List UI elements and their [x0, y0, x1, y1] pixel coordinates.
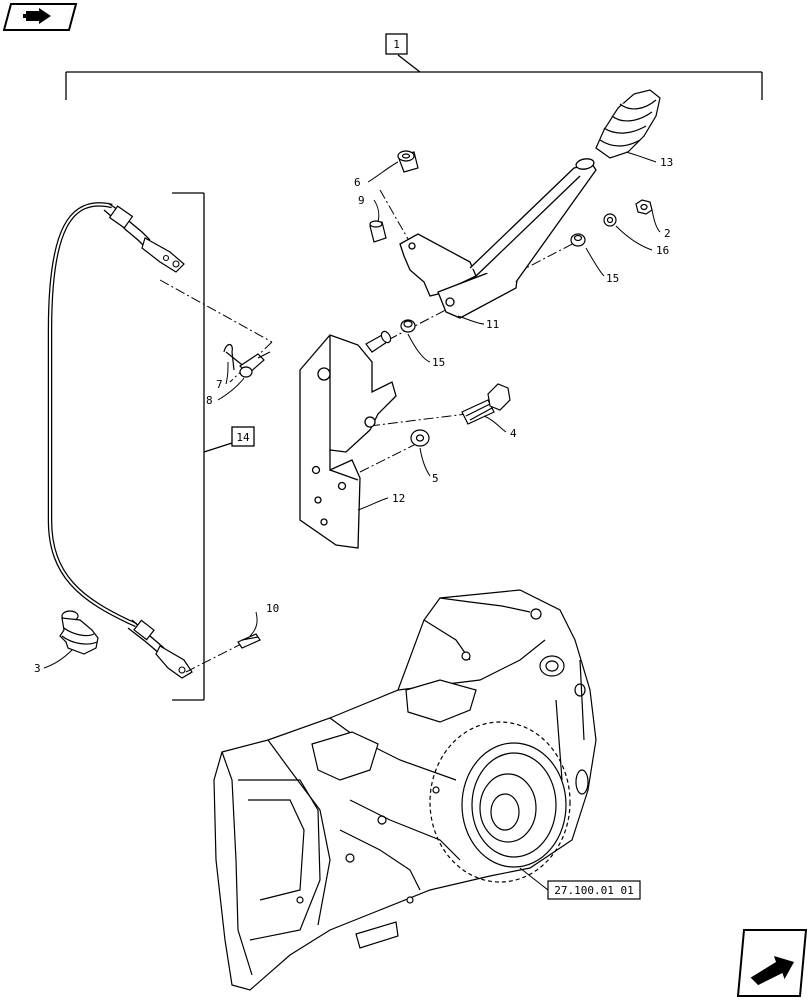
callout-7: 7	[216, 378, 223, 391]
callout-9: 9	[358, 194, 365, 207]
bushing-part	[400, 319, 416, 333]
transmission-housing	[213, 589, 597, 991]
group-label: 1	[393, 38, 400, 51]
roll-pin-part	[237, 633, 261, 649]
callout-16: 16	[656, 244, 669, 257]
group-bracket	[65, 54, 763, 100]
right-bushing-part	[570, 233, 586, 247]
callout-15-right: 15	[606, 272, 619, 285]
part-callout-labels: 2 3 4 5 6 7 8 9 10 11 12 13 15 15 16	[34, 156, 673, 675]
callout-11: 11	[486, 318, 499, 331]
nut-part	[635, 199, 653, 215]
mounting-bracket-part	[299, 334, 397, 549]
callout-12: 12	[392, 492, 405, 505]
arrow-forward-icon	[736, 929, 808, 997]
callout-4: 4	[510, 427, 517, 440]
spacer-part	[397, 150, 419, 173]
arrow-back-icon	[3, 3, 77, 31]
control-cable	[47, 202, 193, 679]
washer-part	[603, 213, 617, 227]
reference-label-box: 27.100.01 01	[519, 867, 641, 900]
kit-bracket	[172, 192, 233, 701]
kit-label: 14	[236, 431, 250, 444]
lever-boot-part	[595, 89, 661, 159]
dowel-part	[369, 220, 387, 243]
callout-5: 5	[432, 472, 439, 485]
previous-page-button[interactable]	[3, 3, 77, 31]
callout-8: 8	[206, 394, 213, 407]
cable-boot-part	[59, 610, 99, 655]
callout-2: 2	[664, 227, 671, 240]
next-page-button[interactable]	[736, 928, 808, 998]
flat-washer-part	[410, 429, 430, 447]
group-label-box: 1	[385, 33, 408, 55]
pivot-pin-part	[365, 330, 392, 353]
kit-label-box: 14	[231, 426, 255, 447]
callout-10: 10	[266, 602, 279, 615]
callout-6: 6	[354, 176, 361, 189]
callout-leaders	[43, 151, 661, 669]
callout-13: 13	[660, 156, 673, 169]
callout-15-left: 15	[432, 356, 445, 369]
reference-label: 27.100.01 01	[554, 884, 633, 897]
callout-3: 3	[34, 662, 41, 675]
bolt-part	[461, 383, 511, 425]
clip-and-pin-parts	[223, 343, 271, 378]
hand-lever-part	[399, 158, 597, 319]
